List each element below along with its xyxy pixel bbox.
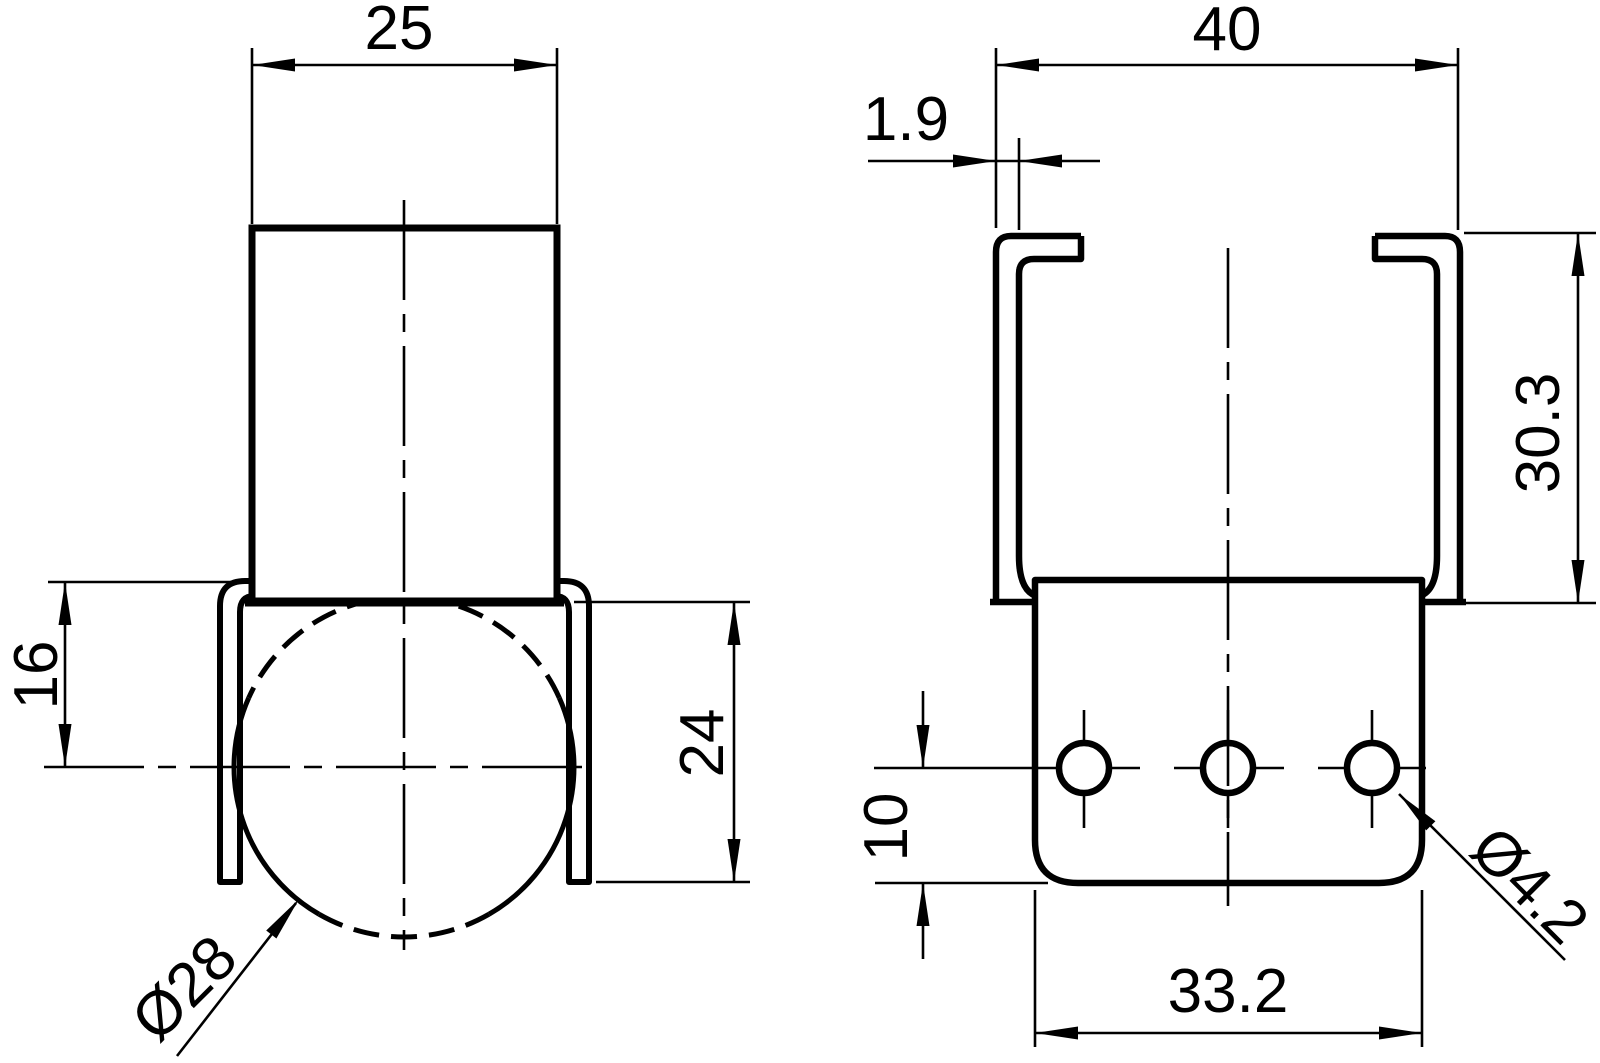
dim-label-plate-width: 33.2 — [1168, 957, 1289, 1026]
arrowhead-down — [916, 725, 930, 768]
dimension-arm-to-center: 16 — [2, 580, 246, 767]
arrowhead-top — [58, 582, 72, 625]
dim-label-channel-height: 30.3 — [1504, 373, 1573, 494]
dimension-clamp-height: 24 — [574, 600, 750, 884]
hole-right — [1343, 739, 1401, 797]
arrowhead-bottom — [1571, 560, 1585, 603]
ball-visible-arc-left — [231, 696, 321, 917]
dim-label-wall-thickness: 1.9 — [863, 85, 949, 154]
arrowhead-left — [1035, 1026, 1078, 1040]
channel-left-wall — [990, 232, 1085, 606]
wall-outer-contour — [992, 232, 1081, 600]
wall-outer-contour — [1375, 232, 1464, 600]
leader-ball-diameter: Ø28 — [119, 899, 299, 1057]
arrowhead-right — [514, 58, 557, 72]
wall-inner-contour — [1015, 236, 1085, 600]
dimension-channel-height: 30.3 — [1464, 231, 1596, 605]
arrowhead-right — [1379, 1026, 1422, 1040]
ball-visible-arc-right — [487, 696, 577, 917]
dimension-hole-to-bottom: 10 — [852, 691, 1048, 959]
arrowhead-top — [727, 602, 741, 645]
side-view: 40 1.9 30.3 10 — [852, 0, 1600, 1047]
dim-label-overall-width: 40 — [1193, 0, 1262, 64]
arrowhead-left — [252, 58, 295, 72]
arrowhead-up — [916, 883, 930, 926]
arrowhead-left-pointing — [1019, 154, 1062, 168]
leader-arrowhead — [1399, 794, 1436, 831]
channel-right-wall — [1371, 232, 1466, 606]
clamp-arm-right — [554, 578, 592, 885]
arrowhead-right — [1415, 58, 1458, 72]
arrowhead-bottom — [727, 839, 741, 882]
arrowhead-right-pointing — [953, 154, 996, 168]
wall-inner-contour — [1371, 236, 1441, 600]
dimension-wall-thickness: 1.9 — [863, 85, 1100, 230]
dimension-overall-width: 40 — [994, 0, 1460, 230]
front-view: 25 16 24 Ø28 — [2, 0, 750, 1057]
arrowhead-left — [996, 58, 1039, 72]
dimension-tube-width: 25 — [250, 0, 559, 224]
arrowhead-bottom — [58, 724, 72, 767]
dim-label-ball-diameter: Ø28 — [119, 923, 251, 1055]
dim-label-hole-diameter: Ø4.2 — [1458, 814, 1600, 958]
dim-label-clamp-height: 24 — [668, 709, 737, 778]
leader-hole-diameter: Ø4.2 — [1398, 793, 1600, 961]
dim-label-hole-to-bottom: 10 — [852, 793, 921, 862]
arrowhead-top — [1571, 233, 1585, 276]
dimension-plate-width: 33.2 — [1033, 890, 1424, 1047]
dim-label-arm-to-center: 16 — [2, 641, 71, 710]
dim-label-tube-width: 25 — [365, 0, 434, 63]
mounting-holes — [874, 710, 1426, 828]
leader-arrowhead — [266, 899, 299, 939]
hole-left — [1055, 739, 1113, 797]
